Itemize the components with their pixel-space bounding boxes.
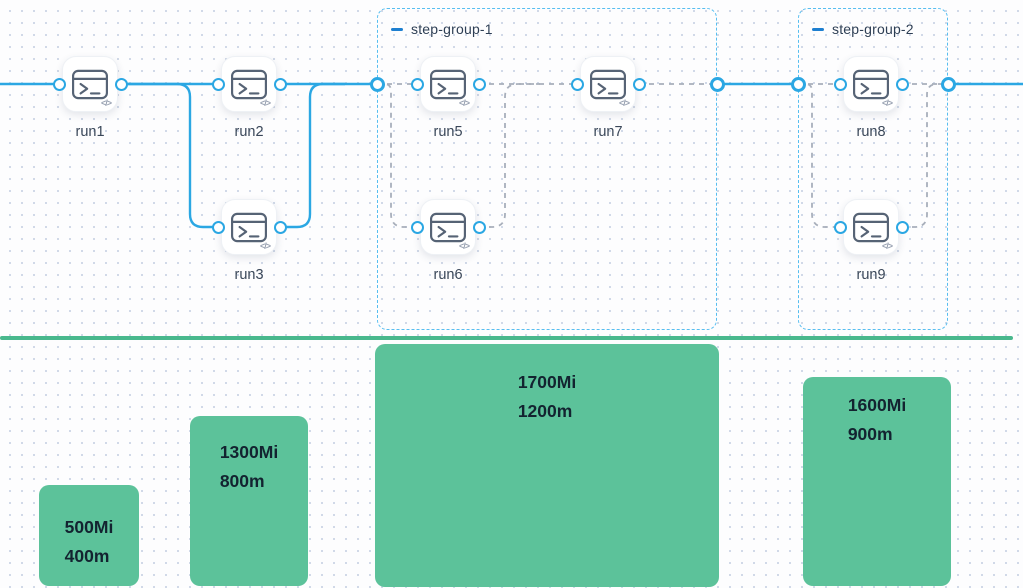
resource-bar-text: 500Mi 400m [65,513,114,571]
collapse-group-icon[interactable] [812,27,824,31]
port-run1-in[interactable] [52,77,66,91]
resource-bar-3: 1700Mi 1200m [375,344,719,587]
terminal-icon [430,212,466,242]
port-run9-out[interactable] [895,220,909,234]
task-node-label: run7 [593,124,623,140]
resource-memory: 1600Mi [847,395,907,415]
port-run6-out[interactable] [472,220,486,234]
code-icon: </> [881,98,893,108]
port-run6-in[interactable] [410,220,424,234]
port-run3-in[interactable] [211,220,225,234]
code-icon: </> [881,241,893,251]
resource-memory: 500Mi [64,517,114,537]
resource-memory: 1300Mi [219,442,279,462]
code-icon: </> [100,98,112,108]
task-node-box[interactable]: </> [843,199,899,255]
step-group-label: step-group-1 [411,21,493,37]
port-run5-out[interactable] [472,77,486,91]
task-node-run9[interactable]: </> run9 [843,199,899,283]
port-run2-out[interactable] [273,77,287,91]
terminal-icon [853,212,889,242]
task-node-box[interactable]: </> [62,56,118,112]
port-step-group-1-in[interactable] [369,76,385,92]
terminal-icon [231,69,267,99]
terminal-icon [72,69,108,99]
resource-separator-line [0,336,1013,340]
task-node-label: run3 [234,267,264,283]
code-icon: </> [259,241,271,251]
task-node-label: run6 [433,267,463,283]
port-step-group-1-out[interactable] [709,76,725,92]
task-node-label: run2 [234,124,264,140]
port-run2-in[interactable] [211,77,225,91]
port-run9-in[interactable] [833,220,847,234]
task-node-label: run5 [433,124,463,140]
collapse-group-icon[interactable] [391,27,403,31]
step-group-header: step-group-1 [391,21,493,37]
step-group-label: step-group-2 [832,21,914,37]
port-run1-out[interactable] [114,77,128,91]
port-run8-out[interactable] [895,77,909,91]
task-node-run5[interactable]: </> run5 [420,56,476,140]
resource-bar-text: 1300Mi 800m [220,438,278,496]
resource-bar-text: 1700Mi 1200m [518,368,576,426]
port-step-group-2-out[interactable] [940,76,956,92]
terminal-icon [430,69,466,99]
resource-bar-text: 1600Mi 900m [848,391,906,449]
port-run7-out[interactable] [632,77,646,91]
resource-memory: 1700Mi [517,372,577,392]
task-node-box[interactable]: </> [420,56,476,112]
resource-bar-1: 500Mi 400m [39,485,139,586]
task-node-run2[interactable]: </> run2 [221,56,277,140]
code-icon: </> [618,98,630,108]
task-node-box[interactable]: </> [221,56,277,112]
step-group-header: step-group-2 [812,21,914,37]
task-node-label: run9 [856,267,886,283]
task-node-run8[interactable]: </> run8 [843,56,899,140]
resource-cpu: 400m [64,546,110,566]
task-node-box[interactable]: </> [843,56,899,112]
port-step-group-2-in[interactable] [790,76,806,92]
task-node-run1[interactable]: </> run1 [62,56,118,140]
resource-cpu: 800m [219,471,265,491]
terminal-icon [853,69,889,99]
resource-cpu: 900m [847,424,893,444]
code-icon: </> [259,98,271,108]
terminal-icon [590,69,626,99]
resource-bar-2: 1300Mi 800m [190,416,308,586]
task-node-run3[interactable]: </> run3 [221,199,277,283]
resource-bar-4: 1600Mi 900m [803,377,951,586]
code-icon: </> [458,98,470,108]
task-node-label: run1 [75,124,105,140]
port-run8-in[interactable] [833,77,847,91]
task-node-box[interactable]: </> [221,199,277,255]
code-icon: </> [458,241,470,251]
port-run3-out[interactable] [273,220,287,234]
resource-cpu: 1200m [517,401,573,421]
port-run5-in[interactable] [410,77,424,91]
task-node-label: run8 [856,124,886,140]
terminal-icon [231,212,267,242]
port-run7-in[interactable] [570,77,584,91]
